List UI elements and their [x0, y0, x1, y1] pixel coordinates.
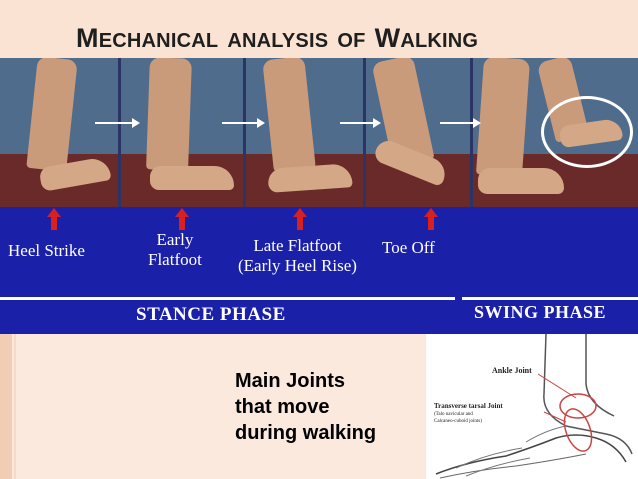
transverse-joint-label: Transverse tarsal Joint — [434, 402, 503, 410]
stance-phase-line — [0, 297, 455, 300]
transverse-sub-label: (Talo navicular and — [434, 412, 473, 417]
progression-arrow — [222, 118, 265, 128]
red-up-arrow-icon — [175, 208, 189, 230]
swing-phase-label: SWING PHASE — [474, 302, 607, 322]
ankle-joint-label: Ankle Joint — [492, 366, 532, 375]
label-heel-strike: Heel Strike — [8, 241, 85, 260]
leg-stance-swing — [475, 58, 531, 178]
title-bar: MECHANICAL ANALYSIS OF WALKING — [0, 0, 638, 58]
swing-highlight-circle — [541, 96, 633, 168]
phase-band — [0, 207, 638, 334]
text-panel — [0, 334, 426, 479]
frame-divider — [363, 58, 366, 208]
slide-title: MECHANICAL ANALYSIS OF WALKING — [76, 23, 479, 53]
progression-arrow — [440, 118, 481, 128]
foot-skeleton-drawing — [435, 334, 633, 479]
progression-arrow — [95, 118, 140, 128]
stance-phase-label: STANCE PHASE — [136, 304, 286, 325]
transverse-sub-label: Calcaneo-cuboid joints) — [434, 419, 482, 424]
foot-stance-swing — [478, 168, 564, 194]
swing-phase-line — [462, 297, 638, 300]
red-up-arrow-icon — [293, 208, 307, 230]
decorative-strip — [14, 334, 16, 479]
gait-photo-strip: Heel Strike Early Flatfoot Late Flatfoot… — [0, 58, 638, 334]
main-joints-text: Main Joints that move during walking — [235, 370, 377, 444]
label-toe-off: Toe Off — [382, 238, 435, 257]
red-up-arrow-icon — [424, 208, 438, 230]
frame-divider — [243, 58, 246, 208]
red-up-arrow-icon — [47, 208, 61, 230]
progression-arrow — [340, 118, 381, 128]
decorative-strip — [0, 334, 12, 479]
foot-early-flatfoot — [150, 166, 234, 190]
label-late-flatfoot: Late Flatfoot (Early Heel Rise) — [238, 236, 357, 275]
photo-background — [0, 58, 638, 154]
frame-divider — [118, 58, 121, 208]
frame-divider — [470, 58, 473, 208]
foot-joint-diagram: Ankle Joint Transverse tarsal Joint (Tal… — [426, 334, 638, 479]
leg-early-flatfoot — [146, 58, 192, 171]
label-early-flatfoot: Early Flatfoot — [148, 230, 202, 269]
